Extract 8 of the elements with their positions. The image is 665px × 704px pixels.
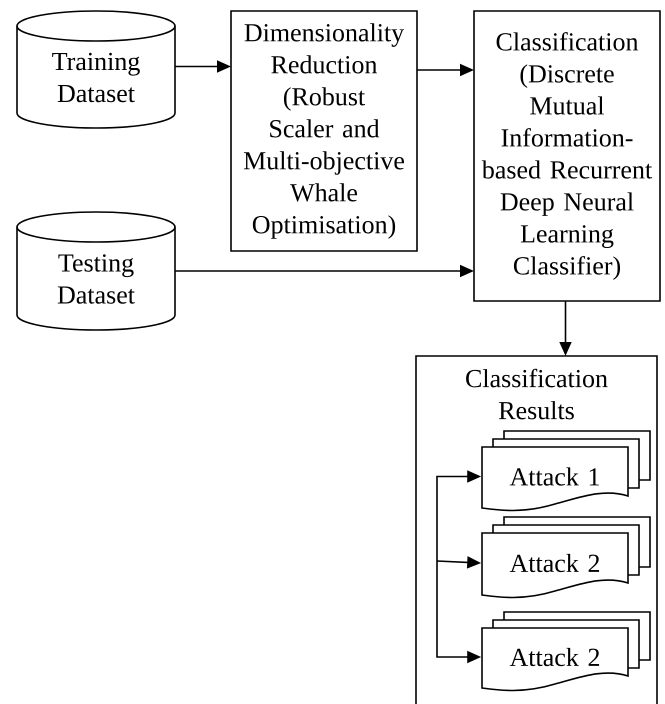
document-stack: Attack 2 bbox=[481, 611, 651, 692]
node-label: Attack 2 bbox=[510, 648, 600, 666]
process-box: Dimensionality Reduction (Robust Scaler and Multi-objective Whale Optimisation) bbox=[230, 10, 418, 252]
database-cylinder: Training Dataset bbox=[16, 10, 176, 129]
process-box: Classification (Discrete Mutual Information-based Recurrent Deep Neural Learning Classifier) bbox=[473, 10, 661, 302]
database-cylinder: Testing Dataset bbox=[16, 211, 176, 331]
document-stack: Attack 1 bbox=[481, 430, 651, 512]
document-stack: Attack 2 bbox=[481, 516, 651, 598]
